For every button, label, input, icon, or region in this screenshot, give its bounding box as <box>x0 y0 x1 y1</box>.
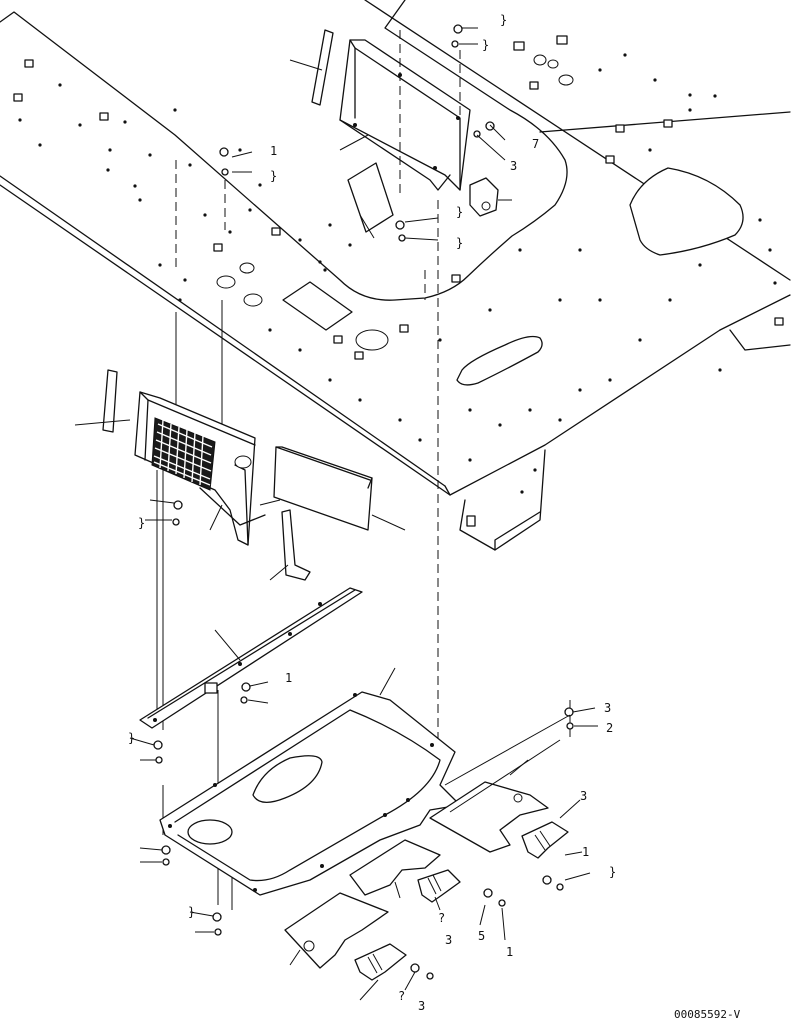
insulation-panel-side <box>273 446 373 531</box>
rubber-pad-right <box>521 821 569 859</box>
drawing-code: 00085592-V <box>674 1008 741 1021</box>
cross-rail <box>139 587 363 729</box>
callout-label: } <box>138 516 145 530</box>
grille-duct-assembly <box>74 369 406 581</box>
upper-duct-assembly <box>219 24 512 242</box>
callout-label: 1 <box>285 671 292 685</box>
callout-label: 5 <box>478 929 485 943</box>
callout-label: ? <box>438 911 445 925</box>
callout-label: } <box>128 731 135 745</box>
callout-label: 3 <box>445 933 452 947</box>
callout-label: } <box>270 169 277 183</box>
callout-label: } <box>609 865 616 879</box>
callout-label: } <box>482 38 489 52</box>
callout-label: ? <box>398 989 405 1003</box>
callout-label: 1 <box>582 845 589 859</box>
duct-cover-upper <box>339 39 471 191</box>
alignment-lines <box>175 30 571 740</box>
callout-label: 7 <box>532 137 539 151</box>
callout-label: 3 <box>580 789 587 803</box>
rubber-pad-left <box>354 943 407 981</box>
cover-plate-mid <box>349 839 441 896</box>
callout-label: } <box>456 236 463 250</box>
callout-label: 3 <box>510 159 517 173</box>
rubber-block <box>469 177 499 217</box>
callout-label: 1 <box>506 945 513 959</box>
callout-label: 2 <box>606 721 613 735</box>
callout-label: 1 <box>270 144 277 158</box>
callout-label: } <box>188 905 195 919</box>
callout-label: } <box>456 205 463 219</box>
callout-label: } <box>500 13 507 27</box>
under-cover <box>159 667 461 896</box>
callout-labels: } } 7 3 } } 1 } 1 } } 3 2 3 } 1 } ? 3 1 … <box>128 13 616 1013</box>
floor-plate <box>0 0 791 551</box>
seal-strip-left <box>102 369 118 433</box>
mounting-bracket <box>281 509 311 581</box>
callout-label: 3 <box>604 701 611 715</box>
callout-label: 3 <box>418 999 425 1013</box>
lower-cover-plates <box>129 707 598 1001</box>
seal-strip-upper <box>311 29 334 106</box>
insulation-panel-upper <box>347 162 394 233</box>
